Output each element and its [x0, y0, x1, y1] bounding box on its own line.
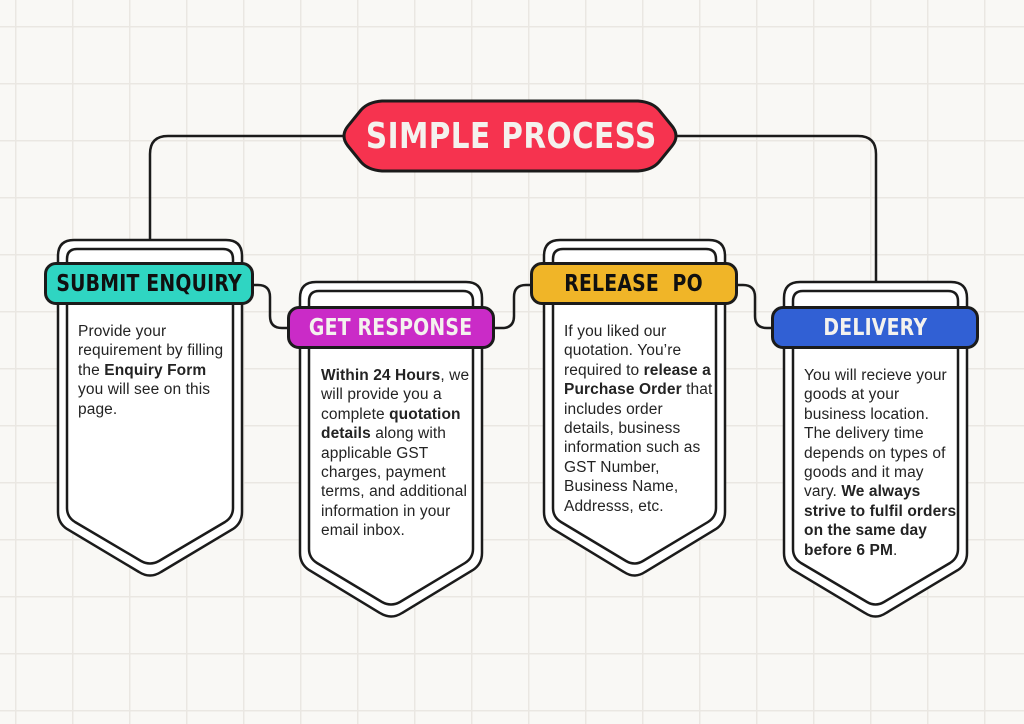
step-header-label: RELEASE PO — [564, 270, 704, 297]
step-body-delivery: You will recieve your goods at your busi… — [804, 367, 957, 559]
title-label: SIMPLE PROCESS — [365, 115, 657, 157]
step-body-submit-enquiry: Provide your requirement by filling the … — [78, 323, 224, 418]
connector-step3-to-step4 — [734, 283, 775, 330]
step-header-submit-enquiry: SUBMIT ENQUIRY — [44, 262, 254, 305]
connector-step2-to-step3 — [491, 283, 534, 330]
title-badge-shape — [342, 99, 678, 173]
step-body-release-po: If you liked our quotation. You’re requi… — [564, 323, 713, 515]
step4-banner-inner-outline — [791, 289, 960, 606]
step-header-delivery: DELIVERY — [771, 306, 979, 349]
connector-step1-to-step2 — [250, 283, 291, 330]
step-header-label: DELIVERY — [823, 314, 927, 341]
step-body-get-response: Within 24 Hours, we will provide you a c… — [321, 367, 470, 540]
step1-banner-inner-outline — [65, 247, 235, 565]
step2-banner-inner-outline — [307, 289, 475, 606]
title-badge: SIMPLE PROCESS — [342, 101, 680, 171]
connector-title-to-step4 — [676, 134, 878, 286]
step-header-get-response: GET RESPONSE — [287, 306, 495, 349]
step-header-label: GET RESPONSE — [309, 314, 473, 341]
step3-banner-inner-outline — [551, 247, 718, 565]
step-header-label: SUBMIT ENQUIRY — [56, 270, 242, 297]
connector-title-to-step1 — [148, 134, 348, 244]
step-header-release-po: RELEASE PO — [530, 262, 738, 305]
